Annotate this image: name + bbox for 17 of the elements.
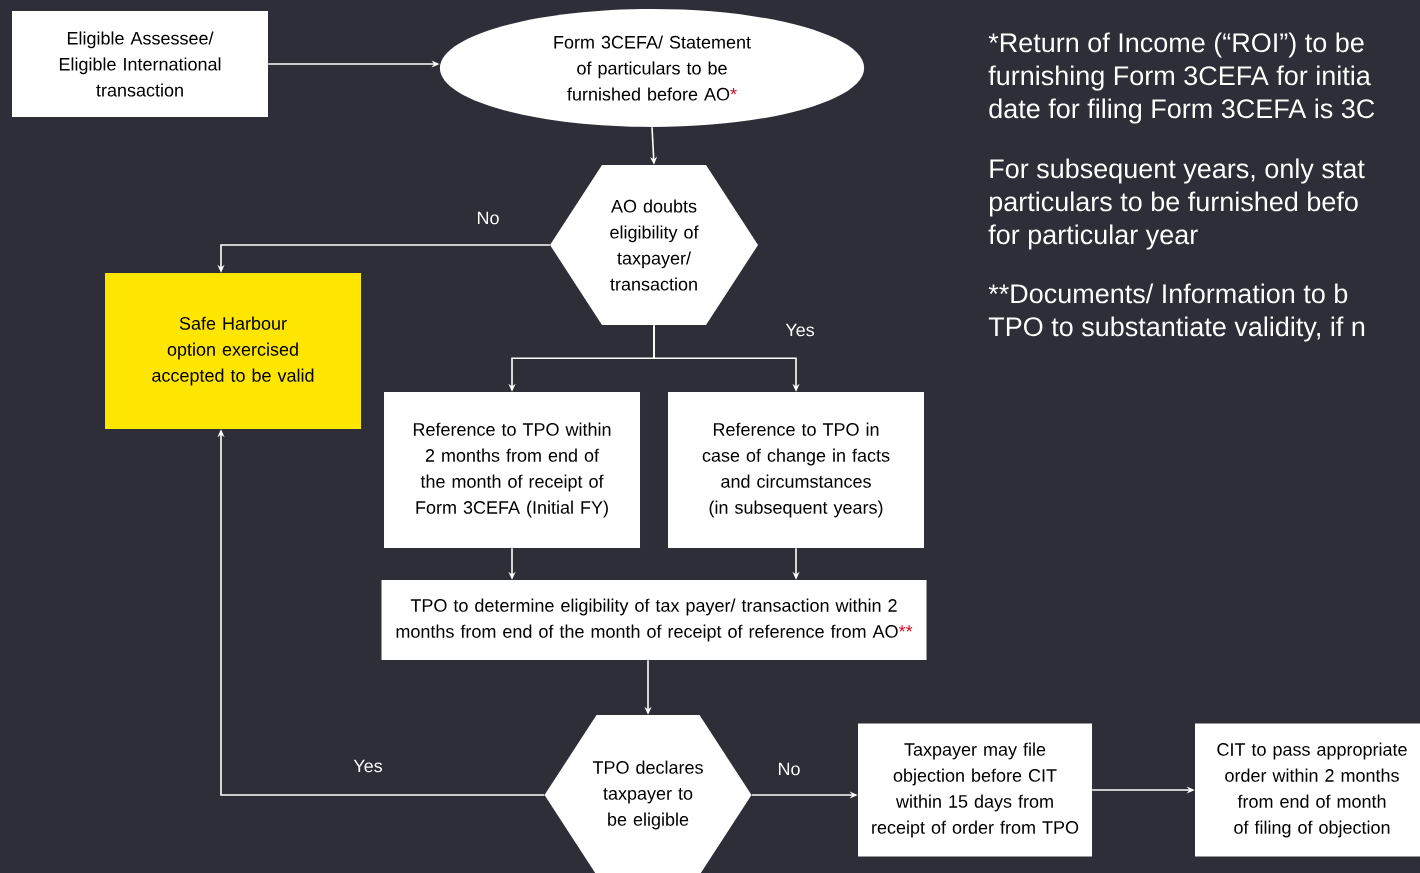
- process-box: Eligible Assessee/ Eligible International transaction: [12, 11, 268, 117]
- process-box: CIT to pass appropriate order within 2 months from end of month of filing of objection: [1195, 723, 1420, 857]
- note-text: *Return of Income (“ROI”) to be: [988, 32, 1364, 58]
- note-text: For subsequent years, only stat: [990, 158, 1365, 184]
- note-text: TPO to substantiate validity, if n: [988, 316, 1365, 342]
- decision-hexagon: AO doubts eligibility of taxpayer/ transaction: [550, 165, 758, 325]
- process-box: Reference to TPO in case of change in facts and circumstances (in subsequent years): [668, 392, 924, 548]
- note-text: for particular year: [988, 224, 1198, 250]
- note-text: date for filing Form 3CEFA is 3C: [989, 98, 1375, 124]
- process-box: Taxpayer may file objection before CIT within 15 days from receipt of order from TPO: [858, 723, 1092, 857]
- note-text: particulars to be furnished befo: [989, 191, 1358, 217]
- process-box: Reference to TPO within 2 months from end of the month of receipt of Form 3CEFA (Initial FY): [384, 392, 640, 548]
- process-box: TPO to determine eligibility of tax payer/ transaction within 2 months from end of the month of receipt of reference from AO**: [381, 580, 927, 660]
- decision-hexagon: TPO declares taxpayer to be eligible: [544, 715, 752, 873]
- note-text: **Documents/ Information to b: [988, 283, 1348, 304]
- note-text: furnishing Form 3CEFA for initia: [988, 65, 1371, 91]
- outcome-box: Safe Harbour option exercised accepted to be valid: [105, 273, 361, 429]
